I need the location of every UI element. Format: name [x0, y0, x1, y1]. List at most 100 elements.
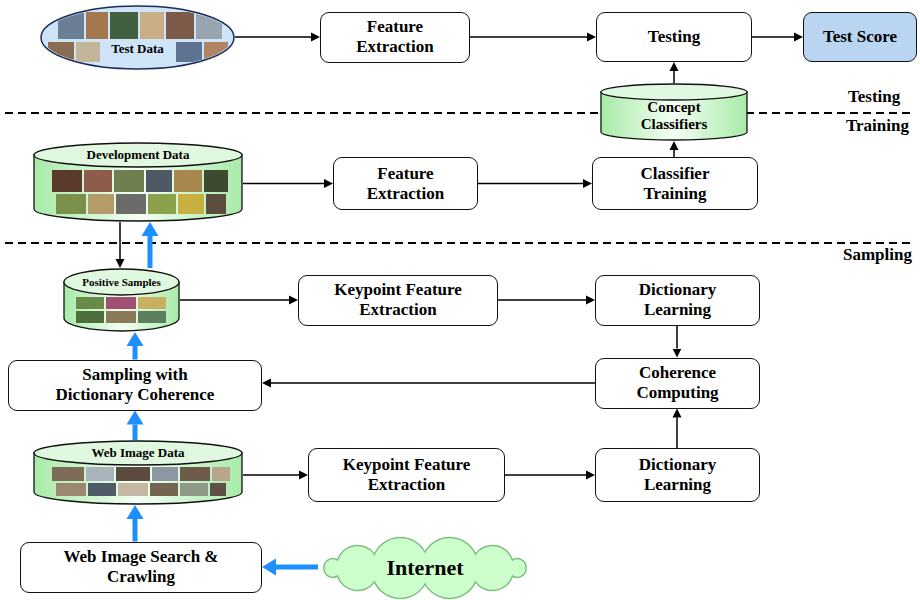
node-label: Classifier Training	[615, 164, 735, 203]
result-box: Test Score	[803, 12, 917, 62]
thumbnail	[148, 194, 176, 214]
node-label: Sampling with Dictionary Coherence	[48, 365, 223, 404]
node-label: Dictionary Learning	[618, 280, 738, 319]
thumbnail	[106, 297, 136, 309]
thumbnail	[206, 194, 226, 214]
flow-arrow	[276, 565, 318, 570]
thumbnail	[166, 12, 194, 39]
thumbnail	[86, 12, 108, 39]
flow-arrow	[243, 183, 324, 185]
thumbnail	[116, 467, 150, 481]
flow-arrow	[235, 36, 311, 38]
process-box: Dictionary Learning	[595, 448, 760, 502]
thumbnail	[76, 42, 100, 62]
process-box: Feature Extraction	[333, 157, 478, 210]
section-divider	[5, 113, 915, 243]
cylinder-cap	[64, 269, 179, 295]
cloud-outline	[324, 538, 526, 599]
flow-arrow	[243, 474, 299, 476]
section-divider	[5, 112, 915, 114]
thumbnail	[88, 483, 116, 496]
flow-arrow	[478, 183, 583, 185]
thumbnail	[76, 311, 104, 323]
thumbnail	[118, 483, 148, 496]
thumbnail	[210, 483, 226, 496]
thumbnail	[56, 483, 86, 496]
process-box: Keypoint Feature Extraction	[298, 275, 498, 326]
section-label: Testing	[848, 87, 900, 107]
process-box: Sampling with Dictionary Coherence	[8, 360, 262, 411]
flow-arrow	[752, 36, 794, 38]
thumbnail	[138, 297, 166, 309]
thumbnail	[138, 311, 166, 323]
node-label: Testing	[614, 27, 734, 47]
thumbnail	[180, 467, 210, 481]
thumbnail	[204, 42, 228, 62]
thumbnail	[180, 483, 208, 496]
thumbnail-group	[48, 12, 228, 62]
cylinder-cap	[34, 441, 242, 465]
classifier-store: Concept Classifiers	[600, 83, 748, 141]
node-label: Positive Samples	[82, 276, 161, 289]
thumbnail-group	[52, 467, 230, 496]
node-label: Concept Classifiers	[624, 99, 724, 134]
flow-arrow	[673, 150, 675, 157]
thumbnail	[196, 12, 222, 39]
thumbnail	[84, 170, 112, 192]
section-label: Training	[846, 116, 909, 136]
flow-arrow	[148, 236, 153, 268]
thumbnail	[146, 170, 172, 192]
process-box: Feature Extraction	[320, 12, 470, 63]
node-label: Keypoint Feature Extraction	[324, 455, 489, 494]
process-box: Coherence Computing	[595, 358, 760, 409]
node-label: Coherence Computing	[618, 363, 738, 402]
flow-arrow	[271, 382, 595, 384]
flow-arrow	[505, 474, 586, 476]
flow-arrow	[119, 222, 121, 259]
thumbnail	[110, 12, 138, 39]
thumbnail	[150, 483, 178, 496]
flow-arrow	[498, 299, 586, 301]
internet-cloud: Internet	[310, 540, 540, 596]
flow-arrow	[470, 36, 587, 38]
flow-arrow	[180, 299, 289, 301]
thumbnail	[174, 170, 202, 192]
flow-arrow	[676, 326, 678, 349]
node-label: Dictionary Learning	[618, 455, 738, 494]
thumbnail	[152, 467, 178, 481]
node-label: Keypoint Feature Extraction	[316, 280, 481, 319]
thumbnail	[52, 467, 84, 481]
node-label: Web Image Data	[91, 446, 184, 461]
thumbnail	[176, 42, 202, 62]
thumbnail	[52, 170, 82, 192]
section-label: Sampling	[843, 245, 912, 265]
process-box: Dictionary Learning	[595, 275, 760, 326]
node-label: Feature Extraction	[335, 17, 455, 56]
thumbnail	[56, 194, 86, 214]
thumbnail	[140, 12, 164, 39]
thumbnail	[58, 12, 84, 39]
flow-arrow	[133, 519, 138, 542]
node-label: Test Data	[111, 42, 164, 57]
thumbnail	[114, 170, 144, 192]
thumbnail	[212, 467, 230, 481]
node-label: Feature Extraction	[346, 164, 466, 203]
cylinder-cap	[34, 143, 242, 167]
thumbnail	[88, 194, 114, 214]
thumbnail-group	[76, 297, 166, 323]
flow-arrow	[673, 71, 675, 83]
thumbnail	[106, 311, 136, 323]
thumbnail	[76, 297, 104, 309]
flow-arrow	[133, 346, 138, 360]
thumbnail	[116, 194, 146, 214]
thumbnail	[178, 194, 204, 214]
thumbnail	[204, 170, 228, 192]
thumbnail	[86, 467, 114, 481]
thumbnail-group	[52, 170, 228, 214]
process-box: Testing	[596, 12, 752, 62]
process-box: Web Image Search & Crawling	[20, 542, 262, 593]
node-label: Web Image Search & Crawling	[51, 547, 231, 586]
ellipse-outline	[41, 6, 234, 69]
node-label: Test Score	[810, 27, 910, 47]
